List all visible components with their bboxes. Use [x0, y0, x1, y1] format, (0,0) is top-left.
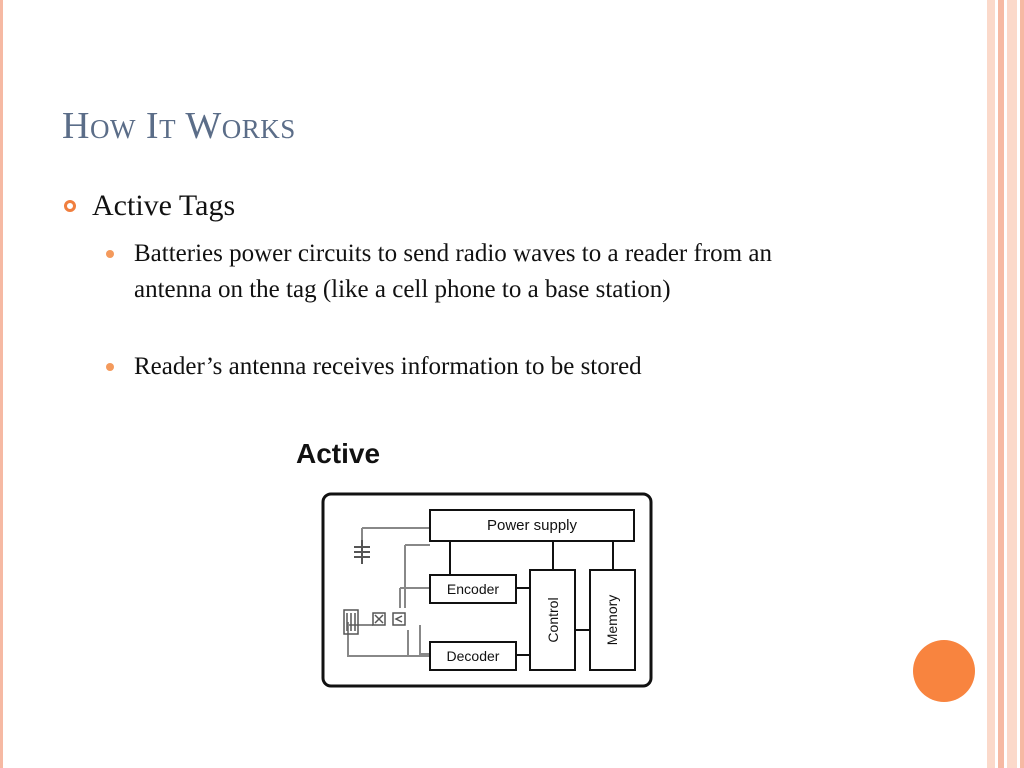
decoder-block: Decoder [429, 641, 517, 671]
amplifier-icon [392, 612, 406, 626]
control-label: Control [545, 597, 561, 642]
memory-block: Memory [589, 569, 636, 671]
diagram-buses [449, 541, 614, 656]
encoder-label: Encoder [447, 581, 499, 597]
decorative-orb [913, 640, 975, 702]
battery-icon [354, 540, 370, 564]
power-supply-block: Power supply [429, 509, 635, 542]
right-frame-stripes [978, 0, 1024, 768]
bullet-text: Active Tags [92, 189, 236, 222]
diagram-heading: Active [296, 438, 380, 469]
sub-bullet-batteries: Batteries power circuits to send radio w… [106, 236, 846, 308]
antenna-coil-icon [343, 609, 359, 635]
sub-bullet-text: Reader’s antenna receives information to… [134, 353, 642, 380]
control-block: Control [529, 569, 576, 671]
slide-title: How It Works [62, 105, 296, 147]
power-supply-label: Power supply [487, 517, 578, 534]
decoder-label: Decoder [447, 648, 500, 664]
mixer-icon [372, 612, 386, 626]
dot-bullet-icon [106, 363, 114, 371]
dot-bullet-icon [106, 250, 114, 258]
active-tag-diagram: Active Power supply Encoder Decoder [296, 438, 653, 688]
left-frame-border [0, 0, 10, 768]
ring-bullet-icon [64, 200, 76, 212]
memory-label: Memory [604, 595, 620, 646]
sub-bullet-text: Batteries power circuits to send radio w… [134, 240, 772, 303]
bullet-active-tags: Active Tags [64, 189, 235, 223]
sub-bullet-reader: Reader’s antenna receives information to… [106, 349, 846, 385]
encoder-block: Encoder [429, 574, 517, 604]
